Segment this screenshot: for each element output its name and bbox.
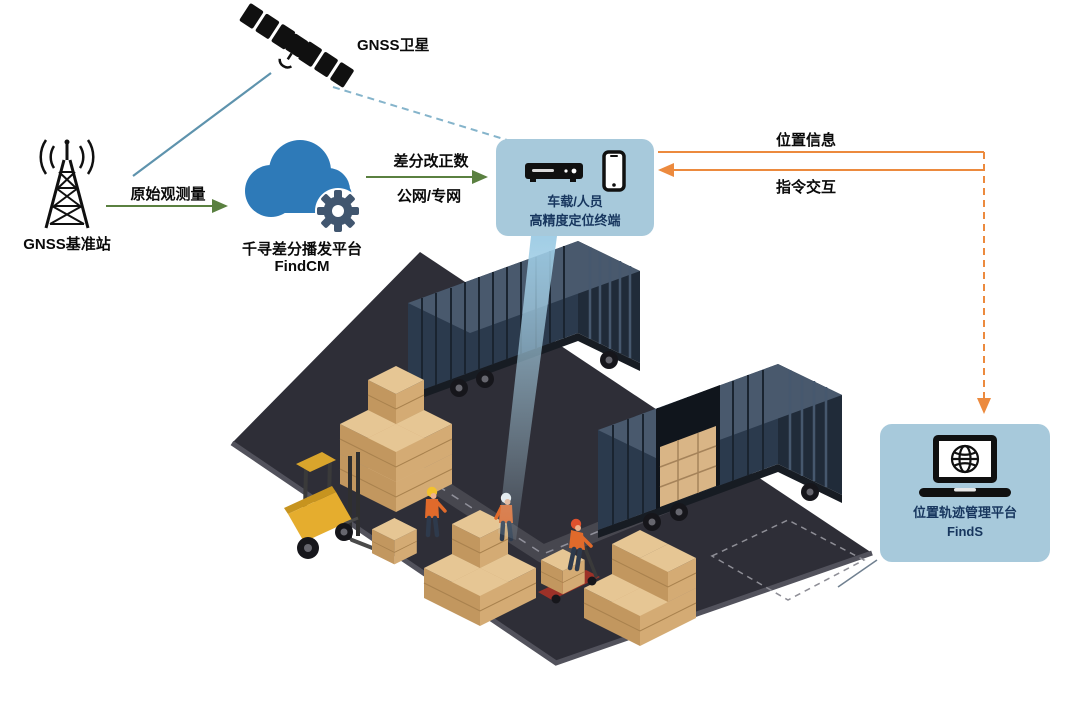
- cloud-gear-icon: [245, 140, 361, 234]
- radio-tower-icon: [39, 139, 95, 229]
- positioning-beam: [498, 236, 557, 540]
- gnss-receiver-icon: [525, 163, 583, 182]
- diff-correction-label-line2: 公网/专网: [396, 188, 462, 205]
- laptop-globe-icon: [919, 435, 1011, 497]
- satellite-icon: [239, 3, 354, 88]
- terminal-node-card: 车载/人员 高精度定位终端: [496, 139, 654, 236]
- position-info-label: 位置信息: [775, 132, 837, 149]
- warehouse-scene: [230, 236, 878, 666]
- finds-callout-line: [837, 559, 878, 588]
- cloud-platform-subtitle: FindCM: [274, 258, 330, 275]
- management-platform-card: 位置轨迹管理平台 FindS: [880, 424, 1050, 562]
- satellite-label: GNSS卫星: [357, 37, 430, 54]
- management-platform-title: 位置轨迹管理平台: [912, 505, 1017, 520]
- forklift-icon: [284, 452, 382, 559]
- pallet-jack-parts: [551, 546, 598, 604]
- line-position-info: [658, 151, 991, 414]
- base-station-label: GNSS基准站: [23, 236, 111, 253]
- link-satellite-to-terminal: [332, 86, 508, 141]
- management-platform-subtitle: FindS: [946, 523, 984, 539]
- terminal-label-line1: 车载/人员: [547, 194, 603, 209]
- worker-figure: [425, 486, 447, 538]
- worker-figure: [567, 518, 593, 572]
- smartphone-icon: [602, 150, 626, 192]
- container-2: [598, 364, 842, 538]
- diff-correction-label-line1: 差分改正数: [393, 153, 469, 170]
- raw-observation-label: 原始观测量: [130, 186, 206, 203]
- command-interaction-label: 指令交互: [775, 179, 837, 196]
- cloud-platform-title: 千寻差分播发平台: [241, 241, 363, 258]
- link-satellite-to-base: [132, 72, 272, 177]
- terminal-label-line2: 高精度定位终端: [529, 212, 621, 228]
